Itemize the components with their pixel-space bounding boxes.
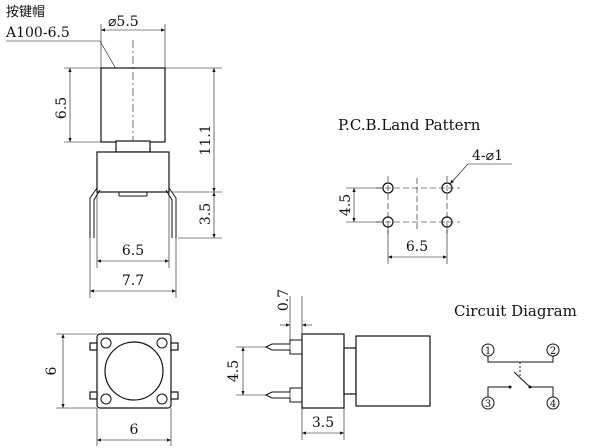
top-cap-circle	[104, 341, 164, 401]
dim-cap-diameter: ⌀5.5	[108, 14, 139, 30]
dim-total-height: 11.1	[198, 124, 214, 155]
keycap-name-label: 按键帽	[6, 4, 45, 20]
terminal-1-label: 1	[485, 346, 491, 357]
dim-top-width: 6	[130, 422, 139, 438]
terminal-2-label: 2	[550, 346, 556, 357]
front-view: ⌀5.5 6.5 11.1 3.5 6.5 7.7	[54, 14, 222, 298]
pcb-title: P.C.B.Land Pattern	[338, 116, 481, 134]
terminal-4-label: 4	[550, 399, 556, 410]
dim-body-width: 6.5	[122, 243, 144, 259]
pcb-land-pattern: P.C.B.Land Pattern 4-⌀1 4.5 6.5	[338, 116, 512, 264]
dim-side-depth: 3.5	[312, 415, 334, 431]
side-body	[301, 333, 345, 409]
dim-pin-span: 7.7	[122, 273, 144, 289]
side-view: 0.7 4.5 3.5	[226, 289, 431, 440]
dim-pcb-horizontal: 6.5	[406, 239, 428, 255]
circuit-title: Circuit Diagram	[454, 302, 577, 320]
side-cap	[355, 335, 431, 407]
terminal-3-label: 3	[485, 399, 491, 410]
switch-body	[96, 151, 170, 193]
circuit-diagram: Circuit Diagram 1 2 3 4	[454, 302, 577, 410]
dim-top-height: 6	[44, 366, 60, 375]
dim-hole-spec: 4-⌀1	[472, 148, 503, 164]
dim-pin-length: 3.5	[198, 203, 214, 225]
pcb-hole	[441, 182, 453, 194]
keycap-model-label: A100-6.5	[5, 25, 70, 41]
dim-cap-height: 6.5	[54, 97, 70, 119]
dim-side-pin-offset: 0.7	[276, 289, 292, 311]
dim-pcb-vertical: 4.5	[338, 194, 354, 216]
top-view: 6 6	[44, 333, 179, 446]
dim-side-pin-spacing: 4.5	[226, 360, 242, 382]
